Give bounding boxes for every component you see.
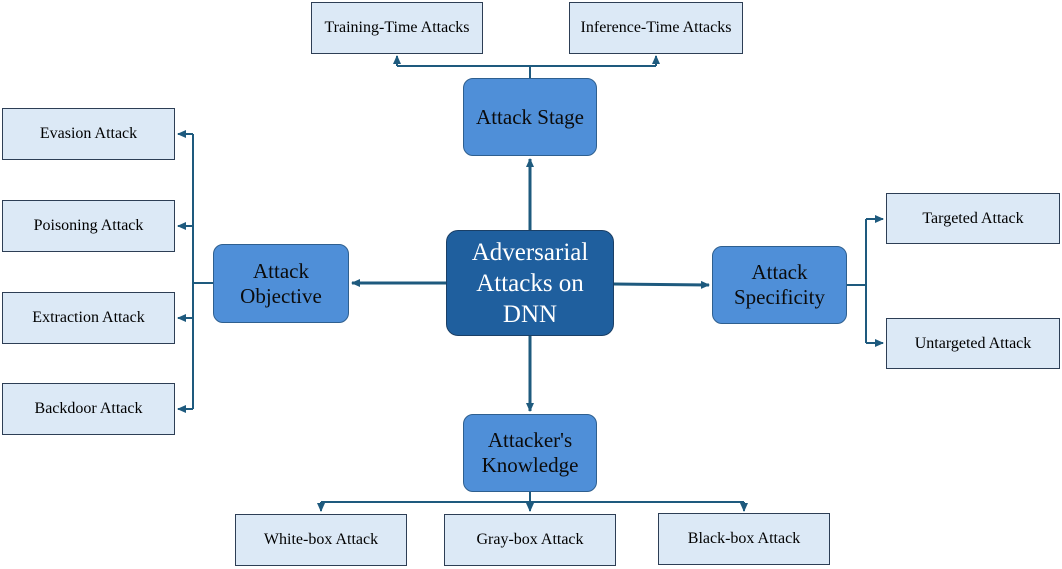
category-attack-stage-label: Attack Stage xyxy=(476,104,584,129)
leaf-backdoor-attack: Backdoor Attack xyxy=(2,383,175,435)
leaf-label: Gray-box Attack xyxy=(476,531,584,548)
leaf-label: Untargeted Attack xyxy=(914,334,1032,352)
leaf-label: White-box Attack xyxy=(263,531,379,548)
center-node-label: Adversarial Attacks on DNN xyxy=(471,238,589,328)
edge-attack-objective-bus xyxy=(192,134,213,409)
category-attack-objective-label: Attack Objective xyxy=(240,258,322,308)
edge-center-to-attack-specificity xyxy=(613,280,710,289)
leaf-black-box-attack: Black-box Attack xyxy=(658,513,830,565)
edge-attacker-knowledge-bus xyxy=(321,492,744,503)
leaf-targeted-attack: Targeted Attack xyxy=(886,193,1060,244)
leaf-training-time-attacks: Training-Time Attacks xyxy=(311,2,483,54)
leaf-label: Inference-Time Attacks xyxy=(580,19,732,36)
leaf-label: Black-box Attack xyxy=(687,530,801,547)
leaf-poisoning-attack: Poisoning Attack xyxy=(2,200,175,252)
category-attack-specificity: Attack Specificity xyxy=(712,246,847,324)
leaf-label: Extraction Attack xyxy=(32,309,145,326)
leaf-white-box-attack: White-box Attack xyxy=(235,514,407,566)
leaf-untargeted-attack: Untargeted Attack xyxy=(886,318,1060,369)
leaf-extraction-attack: Extraction Attack xyxy=(2,292,175,344)
edge-attack-stage-bus xyxy=(397,65,656,78)
leaf-label: Poisoning Attack xyxy=(33,217,144,234)
leaf-gray-box-attack: Gray-box Attack xyxy=(444,514,616,566)
category-attacker-knowledge: Attacker's Knowledge xyxy=(463,414,597,492)
leaf-label: Targeted Attack xyxy=(922,209,1024,227)
category-attacker-knowledge-label: Attacker's Knowledge xyxy=(481,428,579,477)
center-node-adversarial-attacks: Adversarial Attacks on DNN xyxy=(446,230,614,336)
edge-attack-specificity-bus xyxy=(847,219,867,343)
leaf-evasion-attack: Evasion Attack xyxy=(2,108,175,160)
category-attack-stage: Attack Stage xyxy=(463,78,597,156)
leaf-label: Evasion Attack xyxy=(39,125,138,142)
leaf-inference-time-attacks: Inference-Time Attacks xyxy=(569,2,743,54)
leaf-label: Backdoor Attack xyxy=(34,400,143,417)
category-attack-objective: Attack Objective xyxy=(213,244,349,323)
category-attack-specificity-label: Attack Specificity xyxy=(734,260,825,309)
leaf-label: Training-Time Attacks xyxy=(324,19,470,36)
